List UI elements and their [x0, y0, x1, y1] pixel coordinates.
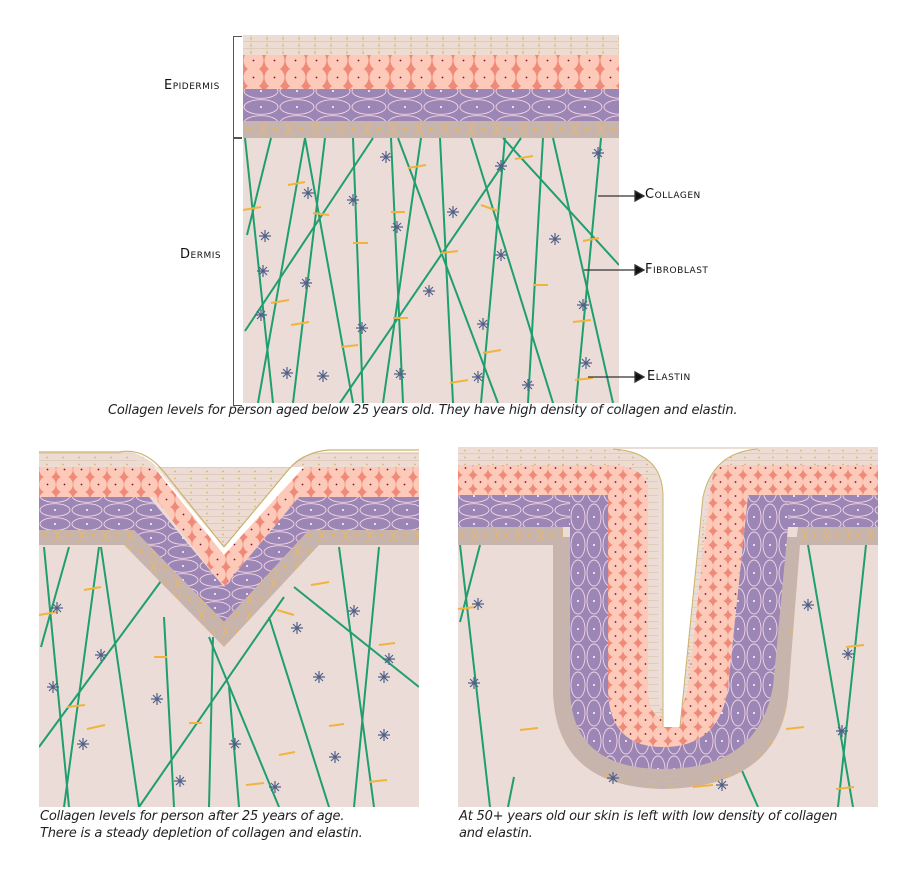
callout-arrows [584, 189, 646, 384]
dermis-bracket [233, 138, 242, 406]
fibroblasts [255, 147, 604, 391]
adult-skin-caption-line1: Collagen levels for person after 25 year… [40, 809, 345, 824]
elastin-callout-label: Elastin [647, 369, 691, 384]
elastin-fibers [243, 155, 600, 384]
collagen-fibers [244, 137, 619, 403]
dermis-label: Dermis [180, 247, 222, 262]
adult-skin-diagram [39, 447, 419, 807]
epidermis-bracket [233, 36, 242, 138]
collagen-callout-label: Collagen [645, 187, 701, 202]
epidermis-label: Epidermis [164, 78, 220, 93]
aged-skin-caption-line2: and elastin. [459, 826, 533, 841]
fibroblast-callout-label: Fibroblast [645, 262, 709, 277]
young-skin-caption: Collagen levels for person aged below 25… [108, 403, 738, 418]
aged-skin-caption-line1: At 50+ years old our skin is left with l… [459, 809, 838, 824]
young-skin-diagram [243, 35, 619, 403]
aged-skin-diagram [458, 447, 878, 807]
adult-skin-caption-line2: There is a steady depletion of collagen … [40, 826, 363, 841]
